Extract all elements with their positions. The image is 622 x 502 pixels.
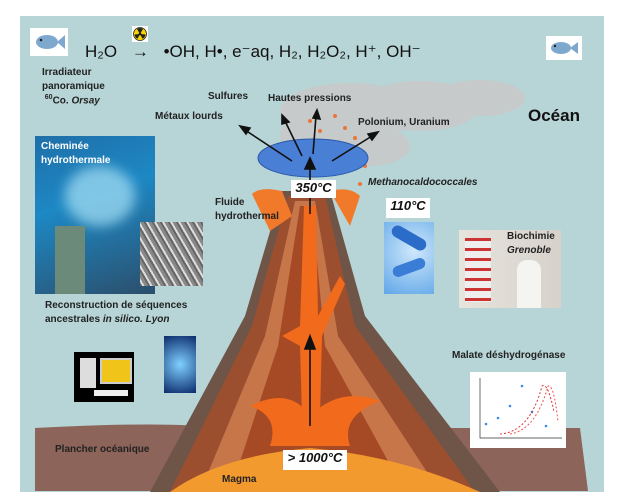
computer-icon: [74, 352, 134, 402]
radiation-icon: [132, 26, 148, 42]
reactant: H₂O: [85, 42, 118, 61]
fluid-label-line1: Fluide: [215, 197, 245, 208]
sem-fiber-image: [140, 222, 203, 286]
fish-icon: [30, 28, 68, 56]
vent-temperature: 350°C: [291, 180, 336, 198]
reaction-arrow: →: [131, 42, 149, 61]
magma-label: Magma: [222, 474, 257, 485]
reconstruction-line2b: in silico. Lyon: [102, 313, 170, 325]
magma-conduit: [282, 206, 345, 416]
magma-temperature: > 1000°C: [283, 450, 347, 470]
activity-graph: [470, 372, 566, 448]
label-sulfures: Sulfures: [208, 91, 249, 102]
organism-label: Methanocaldococcales: [368, 177, 478, 188]
irradiator-line3: 60Co. Orsay: [42, 93, 105, 108]
bacteria-image: [384, 222, 434, 294]
label-hautes-pressions: Hautes pressions: [268, 93, 352, 104]
ocean-label: Océan: [528, 106, 580, 125]
fish-icon: [546, 36, 582, 60]
cobalt: Co.: [52, 95, 72, 107]
label-metaux-lourds: Métaux lourds: [155, 111, 223, 122]
chimney-label: Cheminée hydrothermale: [41, 140, 110, 167]
isotope-mass: 60: [44, 94, 53, 101]
hydrothermal-chimney-photo: Cheminée hydrothermale: [35, 136, 155, 294]
fluid-label: Fluide hydrothermal: [215, 196, 279, 223]
reconstruction-line2a: ancestrales: [45, 313, 103, 325]
particles: [308, 114, 367, 186]
biochemistry-label-line2: Grenoble: [507, 244, 551, 256]
reconstruction-line2: ancestrales in silico. Lyon: [45, 313, 187, 327]
organism-temperature: 110°C: [386, 198, 430, 218]
irradiator-label: Irradiateur panoramique 60Co. Orsay: [42, 66, 105, 108]
chimney-label-line1: Cheminée: [41, 141, 89, 152]
place: Orsay: [71, 95, 100, 107]
irradiator-line1: Irradiateur: [42, 67, 92, 78]
seafloor-label: Plancher océanique: [55, 444, 150, 455]
biochemistry-label: Biochimie Grenoble: [507, 230, 555, 257]
malate-label: Malate déshydrogénase: [452, 350, 566, 361]
lab-photo: [459, 230, 561, 308]
dna-image: [164, 336, 196, 393]
irradiator-line2: panoramique: [42, 80, 105, 92]
radiolysis-equation: H₂O → •OH, H•, e⁻aq, H₂, H₂O₂, H⁺, OH⁻: [85, 42, 421, 62]
biochemistry-label-line1: Biochimie: [507, 231, 555, 242]
vent-ellipse: [257, 138, 369, 178]
arrows: [238, 107, 380, 426]
chimney-label-line2: hydrothermale: [41, 154, 111, 166]
reconstruction-line1: Reconstruction de séquences: [45, 300, 188, 311]
products: •OH, H•, e⁻aq, H₂, H₂O₂, H⁺, OH⁻: [163, 42, 421, 61]
diagram-panel: H₂O → •OH, H•, e⁻aq, H₂, H₂O₂, H⁺, OH⁻ I…: [20, 16, 604, 492]
magma-chamber: [170, 448, 480, 492]
reconstruction-label: Reconstruction de séquences ancestrales …: [45, 299, 187, 326]
label-polonium-uranium: Polonium, Uranium: [358, 117, 450, 128]
fluid-label-line2: hydrothermal: [215, 210, 279, 222]
